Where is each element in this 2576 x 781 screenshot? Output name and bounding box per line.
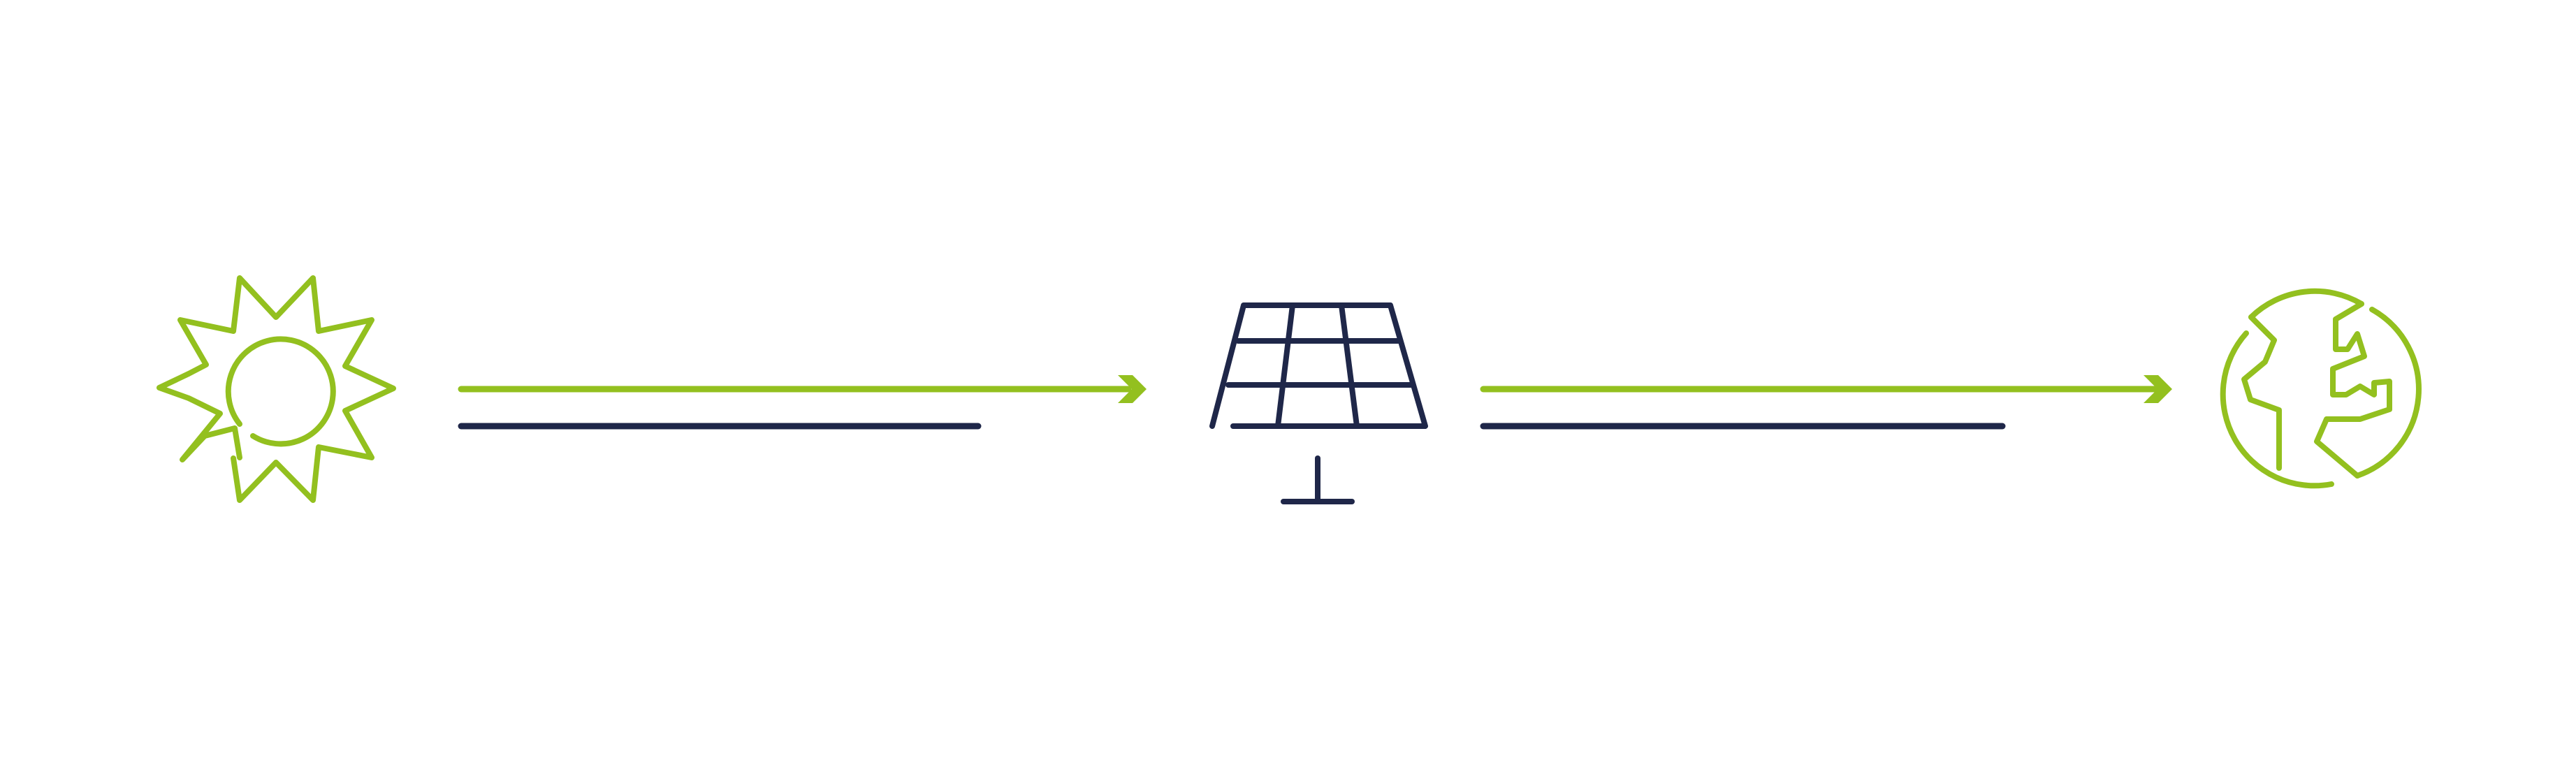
panel-col-divider-1 xyxy=(1275,302,1295,429)
sun-icon xyxy=(157,275,396,503)
connector-panel-to-earth xyxy=(1480,375,2172,430)
sun-rays-outline xyxy=(157,275,396,503)
globe-continent-east xyxy=(2314,301,2392,479)
globe-icon xyxy=(2220,288,2422,489)
globe-continent-west xyxy=(2241,314,2282,471)
sun-core-circle xyxy=(225,336,336,447)
solar-panel-icon xyxy=(1209,302,1428,504)
globe-outline-right xyxy=(2355,307,2422,479)
globe-outline xyxy=(2248,288,2364,320)
globe-outline-left xyxy=(2220,330,2334,489)
arrow-right-icon xyxy=(1118,375,1147,403)
arrow-right-icon xyxy=(2144,375,2172,403)
panel-frame xyxy=(1209,302,1428,429)
panel-col-divider-2 xyxy=(1339,302,1360,429)
connector-sun-to-panel xyxy=(458,375,1147,430)
